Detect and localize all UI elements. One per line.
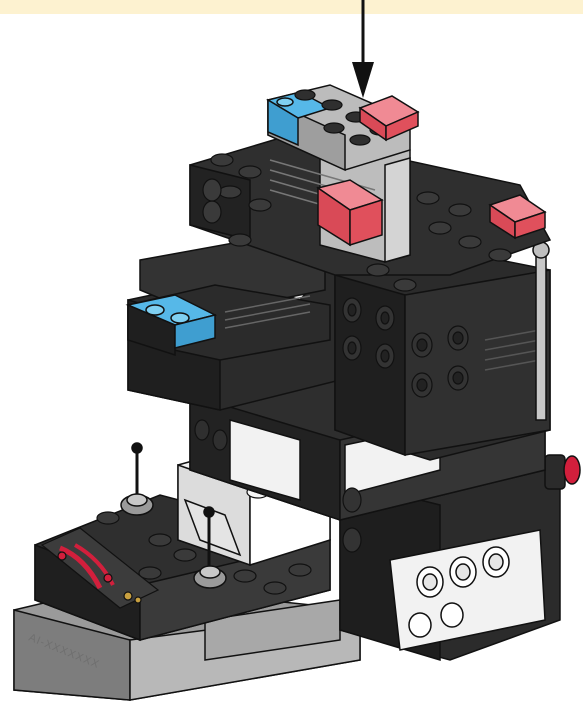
arrow-down-icon <box>352 0 374 98</box>
right-stud-block <box>335 250 550 460</box>
side-red-knob <box>545 455 580 489</box>
lever-left <box>121 443 153 515</box>
antenna-bar <box>533 242 549 420</box>
